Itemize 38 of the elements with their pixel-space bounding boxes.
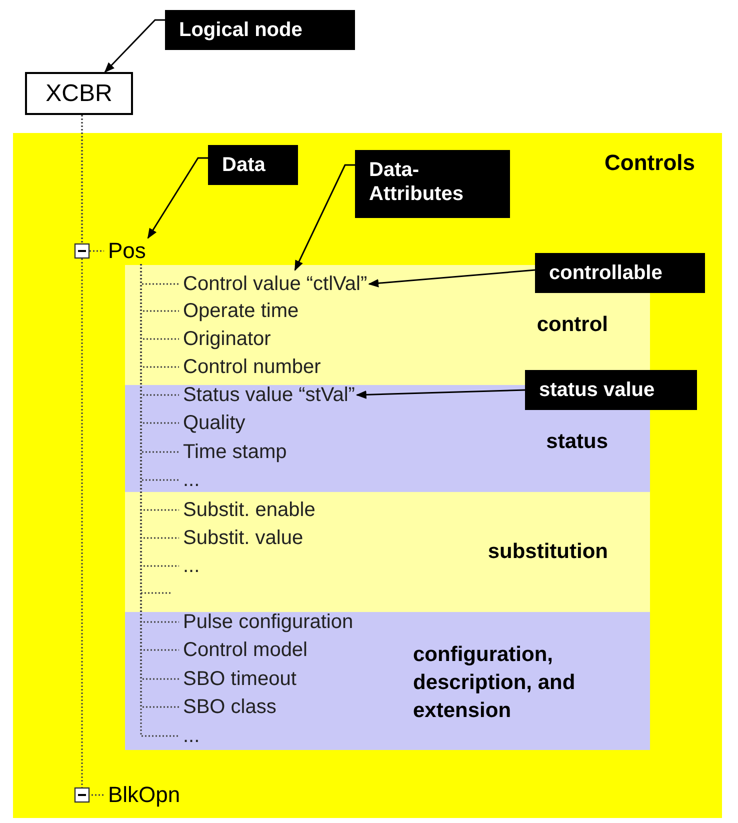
callout-label: Data	[208, 145, 298, 185]
attribute-label: Originator	[183, 325, 271, 353]
section-heading: status	[546, 429, 608, 455]
attribute-label: Control number	[183, 353, 321, 381]
arrow	[356, 389, 526, 399]
section-heading: Controls	[604, 149, 695, 177]
tree-item-label: Pos	[108, 238, 146, 264]
arrow	[294, 164, 355, 271]
section-heading: substitution	[488, 539, 608, 565]
section-band	[125, 612, 650, 750]
callout-label: Logical node	[165, 10, 355, 50]
section-heading: control	[536, 312, 608, 338]
tree-item-label: BlkOpn	[108, 782, 180, 808]
controls-panel	[13, 133, 722, 818]
section-band	[125, 492, 650, 612]
attribute-label: ...	[183, 722, 200, 750]
attribute-label: Substit. value	[183, 524, 304, 552]
attribute-label: Status value “stVal”	[183, 381, 355, 409]
attribute-label: Substit. enable	[183, 496, 316, 524]
section-heading: configuration, description, and extension	[413, 642, 576, 724]
logical-node-box: XCBR	[25, 72, 133, 115]
callout-label: Data- Attributes	[355, 150, 510, 218]
attribute-label: Time stamp	[183, 438, 287, 466]
arrow	[368, 269, 536, 288]
attribute-label: ...	[183, 466, 200, 494]
attribute-label: Operate time	[183, 297, 299, 325]
tree-line	[81, 115, 104, 796]
attribute-label: Control model	[183, 636, 308, 664]
attribute-label: SBO timeout	[183, 665, 296, 693]
arrow	[147, 157, 208, 239]
attribute-label: Quality	[183, 409, 246, 437]
arrow	[104, 19, 165, 73]
callout-label: controllable	[535, 253, 705, 293]
attribute-label: Pulse configuration	[183, 608, 354, 636]
attribute-label: ...	[183, 552, 200, 580]
attribute-label: Control value “ctlVal”	[183, 270, 368, 298]
attribute-label: SBO class	[183, 693, 276, 721]
callout-label: status value	[525, 370, 697, 410]
